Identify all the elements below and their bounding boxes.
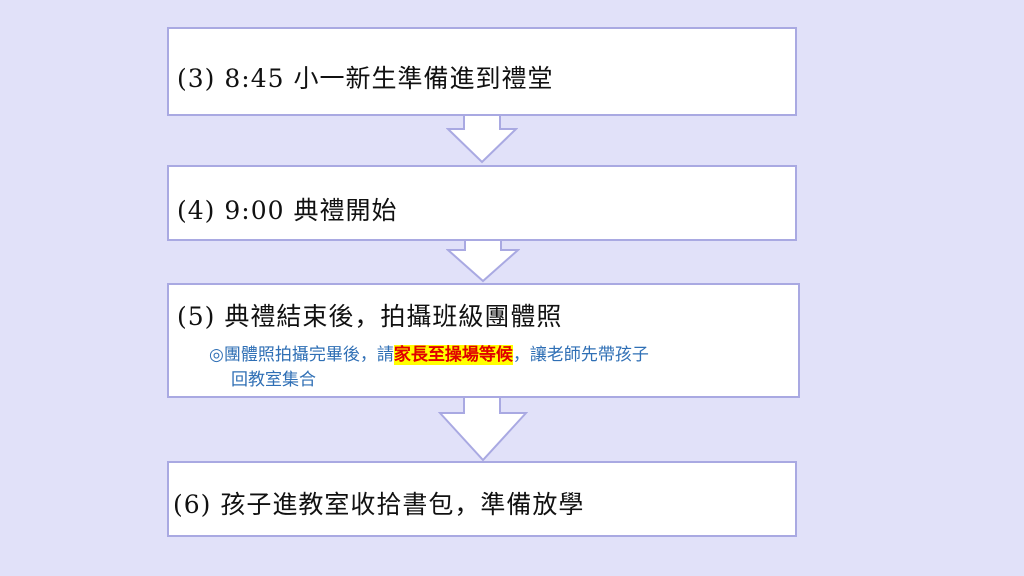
step-box-3: (3) 8:45 小一新生準備進到禮堂	[167, 27, 797, 116]
step-box-5: (5) 典禮結束後，拍攝班級團體照 ◎團體照拍攝完畢後，請家長至操場等候，讓老師…	[167, 283, 800, 398]
step-note: ◎團體照拍攝完畢後，請家長至操場等候，讓老師先帶孩子 回教室集合	[209, 343, 769, 393]
step-label: (6) 孩子進教室收拾書包，準備放學	[173, 490, 585, 519]
step-label: (3) 8:45 小一新生準備進到禮堂	[177, 64, 554, 93]
step-label: (5) 典禮結束後，拍攝班級團體照	[177, 302, 563, 331]
down-arrow-icon	[446, 240, 520, 283]
down-arrow-icon	[438, 396, 528, 462]
note-highlight: 家長至操場等候	[393, 345, 513, 365]
note-line2: 回教室集合	[231, 370, 316, 390]
down-arrow-icon	[446, 115, 518, 164]
step-box-4: (4) 9:00 典禮開始	[167, 165, 797, 241]
note-suffix: ，讓老師先帶孩子	[512, 345, 649, 365]
note-prefix: ◎團體照拍攝完畢後，請	[209, 345, 394, 365]
step-box-6: (6) 孩子進教室收拾書包，準備放學	[167, 461, 797, 537]
step-label: (4) 9:00 典禮開始	[177, 196, 398, 225]
